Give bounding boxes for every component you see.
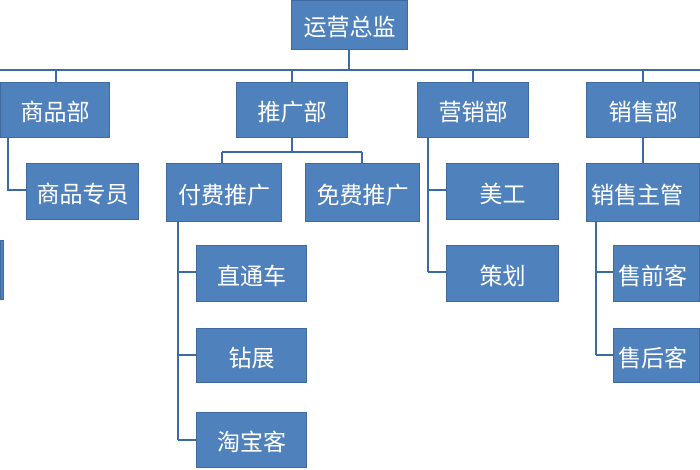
node-aftersales-service[interactable]: 售后客 xyxy=(613,328,700,383)
node-merchandise-specialist[interactable]: 商品专员 xyxy=(26,163,139,220)
cropped-node-edge xyxy=(0,240,4,300)
node-presales-service[interactable]: 售前客 xyxy=(613,245,700,302)
dept-node-sales[interactable]: 销售部 xyxy=(586,82,700,138)
root-node-ops-director[interactable]: 运营总监 xyxy=(291,0,408,50)
dept-node-merchandise[interactable]: 商品部 xyxy=(0,82,110,138)
node-planning[interactable]: 策划 xyxy=(446,245,559,302)
node-sales-supervisor[interactable]: 销售主管 xyxy=(586,163,700,222)
node-diamond-booth[interactable]: 钻展 xyxy=(196,328,307,383)
dept-node-promotion[interactable]: 推广部 xyxy=(236,82,348,138)
node-art-designer[interactable]: 美工 xyxy=(446,163,559,220)
node-direct-train[interactable]: 直通车 xyxy=(196,245,307,302)
dept-node-marketing[interactable]: 营销部 xyxy=(417,82,529,138)
node-taobaoke[interactable]: 淘宝客 xyxy=(196,412,307,468)
node-free-promotion[interactable]: 免费推广 xyxy=(305,163,420,222)
node-paid-promotion[interactable]: 付费推广 xyxy=(166,163,282,222)
